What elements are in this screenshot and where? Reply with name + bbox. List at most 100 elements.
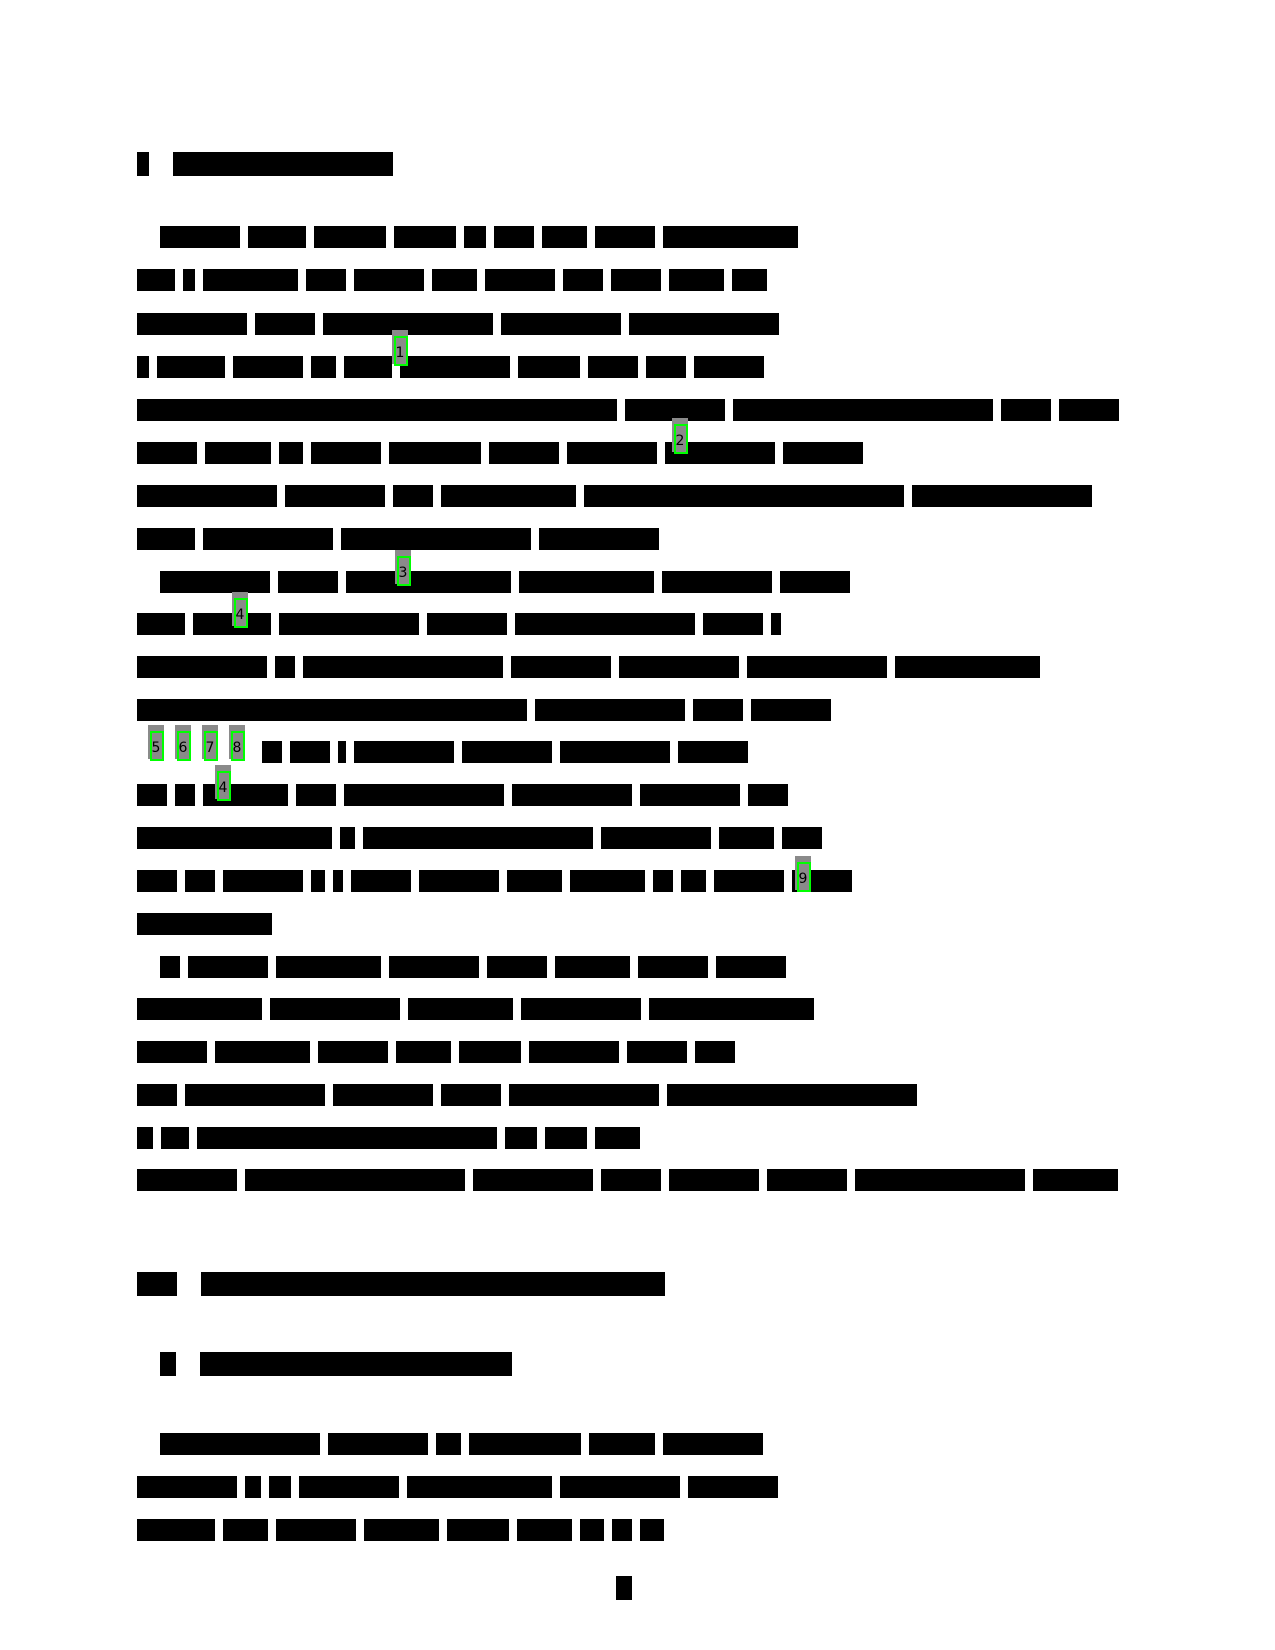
section-title-redacted <box>200 1352 512 1376</box>
redacted-word <box>640 1519 664 1541</box>
citation-number: 4 <box>218 780 228 796</box>
redacted-word <box>333 1084 433 1106</box>
redacted-word <box>276 956 381 978</box>
citation-marker[interactable]: 1 <box>392 330 408 366</box>
redacted-word <box>667 1084 917 1106</box>
redacted-word <box>255 313 315 335</box>
redacted-word <box>351 870 411 892</box>
citation-marker[interactable]: 7 <box>202 725 218 761</box>
redacted-word <box>751 699 831 721</box>
redacted-word <box>363 827 593 849</box>
redacted-word <box>341 528 531 550</box>
text-line-redacted <box>137 1040 743 1064</box>
redacted-word <box>314 226 386 248</box>
text-line-redacted <box>137 355 772 379</box>
redacted-word <box>393 485 433 507</box>
redacted-word <box>517 1519 572 1541</box>
citation-marker[interactable]: 3 <box>395 550 411 586</box>
redacted-word <box>912 485 1092 507</box>
redacted-word <box>560 741 670 763</box>
redacted-word <box>137 913 272 935</box>
redacted-word <box>183 269 195 291</box>
section-title-redacted <box>173 152 393 176</box>
redacted-word <box>328 1433 428 1455</box>
redacted-word <box>137 699 527 721</box>
redacted-word <box>275 656 295 678</box>
redacted-word <box>518 356 580 378</box>
text-line-redacted <box>137 655 1048 679</box>
redacted-word <box>160 226 240 248</box>
redacted-word <box>462 741 552 763</box>
redacted-word <box>584 485 904 507</box>
redacted-word <box>389 442 481 464</box>
redacted-word <box>714 870 784 892</box>
redacted-word <box>485 269 555 291</box>
redacted-word <box>303 656 503 678</box>
citation-marker[interactable]: 8 <box>229 725 245 761</box>
citation-number: 7 <box>205 740 215 756</box>
redacted-word <box>580 1519 604 1541</box>
redacted-word <box>716 956 786 978</box>
redacted-word <box>419 870 499 892</box>
redacted-word <box>611 269 661 291</box>
redacted-word <box>137 613 185 635</box>
redacted-word <box>669 1169 759 1191</box>
redacted-word <box>473 1169 593 1191</box>
redacted-word <box>545 1127 587 1149</box>
redacted-word <box>346 571 511 593</box>
redacted-word <box>203 269 298 291</box>
redacted-word <box>464 226 486 248</box>
text-line-redacted <box>137 1168 1126 1192</box>
redacted-word <box>640 784 740 806</box>
text-line-redacted <box>137 912 280 936</box>
citation-highlight-box <box>234 598 248 628</box>
redacted-word <box>649 998 814 1020</box>
citation-number: 4 <box>235 607 245 623</box>
redacted-word <box>340 827 355 849</box>
redacted-word <box>688 1476 778 1498</box>
redacted-word <box>185 870 215 892</box>
text-line-redacted <box>137 826 830 850</box>
citation-marker[interactable]: 5 <box>148 725 164 761</box>
citation-marker[interactable]: 4 <box>215 765 231 801</box>
redacted-word <box>588 356 638 378</box>
redacted-word <box>512 784 632 806</box>
redacted-word <box>771 613 781 635</box>
redacted-word <box>137 870 177 892</box>
text-line-redacted <box>137 1126 648 1150</box>
text-line-redacted <box>160 225 806 249</box>
citation-number: 9 <box>798 871 808 887</box>
redacted-word <box>279 613 419 635</box>
redacted-word <box>489 442 559 464</box>
citation-number: 3 <box>398 565 408 581</box>
redacted-word <box>669 269 724 291</box>
redacted-word <box>311 356 336 378</box>
text-line-redacted <box>137 997 822 1021</box>
redacted-word <box>400 356 510 378</box>
citation-marker[interactable]: 9 <box>795 856 811 892</box>
citation-highlight-box <box>231 731 245 761</box>
redacted-word <box>323 313 493 335</box>
citation-marker[interactable]: 4 <box>232 592 248 628</box>
redacted-word <box>245 1169 465 1191</box>
redacted-word <box>595 226 655 248</box>
redacted-word <box>855 1169 1025 1191</box>
redacted-word <box>441 1084 501 1106</box>
citation-marker[interactable]: 6 <box>175 725 191 761</box>
redacted-word <box>494 226 534 248</box>
redacted-word <box>338 741 346 763</box>
redacted-word <box>507 870 562 892</box>
citation-number: 1 <box>395 345 405 361</box>
redacted-word <box>185 1084 325 1106</box>
redacted-word <box>203 528 333 550</box>
redacted-word <box>344 356 392 378</box>
redacted-word <box>601 827 711 849</box>
redacted-word <box>137 1041 207 1063</box>
citation-marker[interactable]: 2 <box>672 418 688 454</box>
citation-highlight-box <box>177 731 191 761</box>
redacted-word <box>306 269 346 291</box>
text-line-redacted <box>137 441 871 465</box>
redacted-word <box>542 226 587 248</box>
redacted-word <box>245 1476 261 1498</box>
redacted-word <box>137 1476 237 1498</box>
